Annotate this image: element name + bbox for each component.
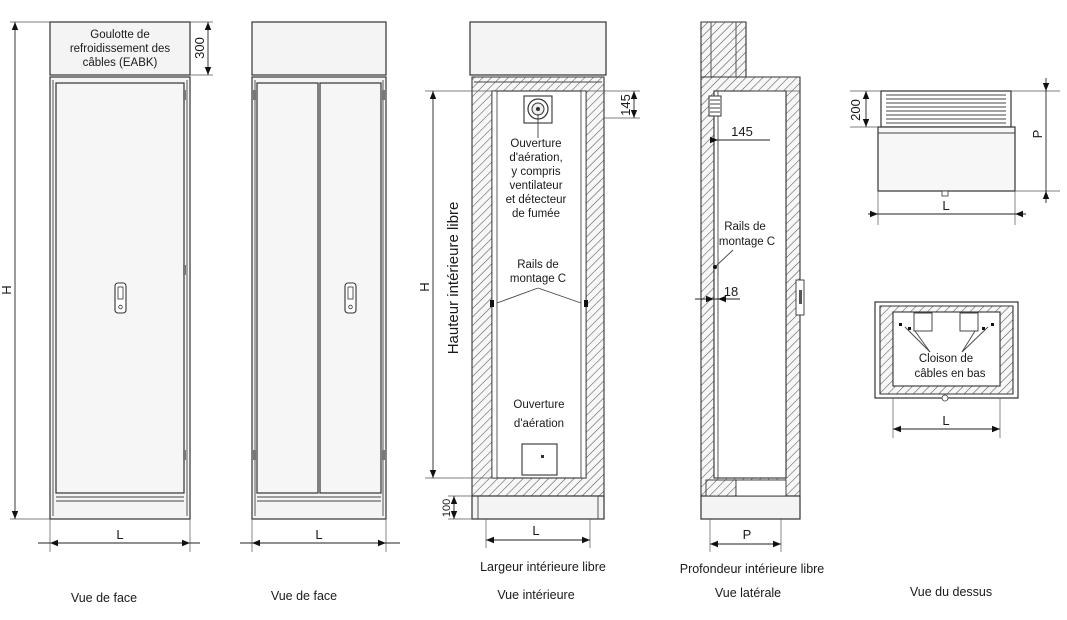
fan-label-6: de fumée	[512, 208, 560, 220]
rails-label-2: montage C	[510, 273, 566, 285]
top-duct	[880, 90, 1012, 128]
top-view: 200 P L Cloison de câbles en bas	[848, 78, 1060, 599]
interior-view: Ouverture d'aération, y compris ventilat…	[417, 21, 640, 602]
front-view-double-door: L Vue de face	[240, 21, 400, 603]
view-title-top: Vue du dessus	[910, 585, 992, 599]
dim-145-text-side: 145	[731, 124, 753, 139]
view-title-interior: Vue intérieure	[497, 588, 574, 602]
dim-P-text-top: P	[1030, 130, 1045, 139]
interior-space	[491, 90, 587, 479]
vent-label-2: d'aération	[514, 418, 564, 430]
dim-H-text-int: H	[417, 282, 432, 291]
fan-label-1: Ouverture	[510, 138, 561, 150]
view-title-face-1: Vue de face	[71, 591, 137, 605]
dim-200-text: 200	[848, 99, 863, 121]
side-rails-label-1: Rails de	[724, 221, 766, 233]
partition-label-1: Cloison de	[919, 353, 973, 365]
duct-label-line-1: Goulotte de	[90, 29, 149, 41]
duct-label-line-2: refroidissement des	[70, 43, 171, 55]
interior-height-label: Hauteur intérieure libre	[445, 202, 462, 355]
dim-L-text-2: L	[315, 527, 322, 542]
dim-L-text-int: L	[532, 523, 539, 538]
dim-L-text-1: L	[116, 527, 123, 542]
dim-300-text: 300	[192, 37, 207, 59]
dim-P-text-side: P	[743, 527, 752, 542]
view-title-side: Vue latérale	[715, 586, 781, 600]
top-cabinet	[877, 126, 1016, 192]
dim-H-text: H	[0, 285, 14, 294]
fan-label-4: ventilateur	[509, 180, 562, 192]
dim-L-text-top-2: L	[942, 413, 949, 428]
interior-width-label: Largeur intérieure libre	[480, 560, 606, 574]
interior-depth-label: Profondeur intérieure libre	[680, 562, 825, 576]
plinth	[471, 495, 605, 520]
fan-label-5: et détecteur	[506, 194, 567, 206]
front-view-single-door: Goulotte de refroidissement des câbles (…	[0, 21, 213, 605]
dim-100-text: 100	[441, 499, 453, 517]
partition-label-2: câbles en bas	[915, 368, 986, 380]
cable-partition-right	[959, 312, 979, 332]
cable-cooling-duct	[49, 21, 191, 76]
fan-label-3: y compris	[511, 166, 560, 178]
cable-partition-left	[913, 312, 933, 332]
side-rails-label-2: montage C	[719, 236, 775, 248]
vent-label-1: Ouverture	[513, 399, 564, 411]
hinge-marks	[183, 90, 186, 460]
side-fan	[708, 95, 722, 117]
dim-L-text-top-1: L	[942, 198, 949, 213]
duct-label-line-3: câbles (EABK)	[83, 57, 158, 69]
ventilation-opening	[521, 443, 558, 476]
rails-label-1: Rails de	[517, 259, 559, 271]
dim-145-text-int: 145	[618, 94, 633, 116]
dim-18-text: 18	[724, 284, 738, 299]
mounting-rail-right	[580, 90, 587, 479]
mounting-rail-left	[491, 90, 498, 479]
side-view: Rails de montage C 145 18 P Profondeur i…	[680, 21, 825, 600]
view-title-face-2: Vue de face	[271, 589, 337, 603]
fan-label-2: d'aération,	[509, 152, 562, 164]
left-door	[256, 82, 319, 494]
